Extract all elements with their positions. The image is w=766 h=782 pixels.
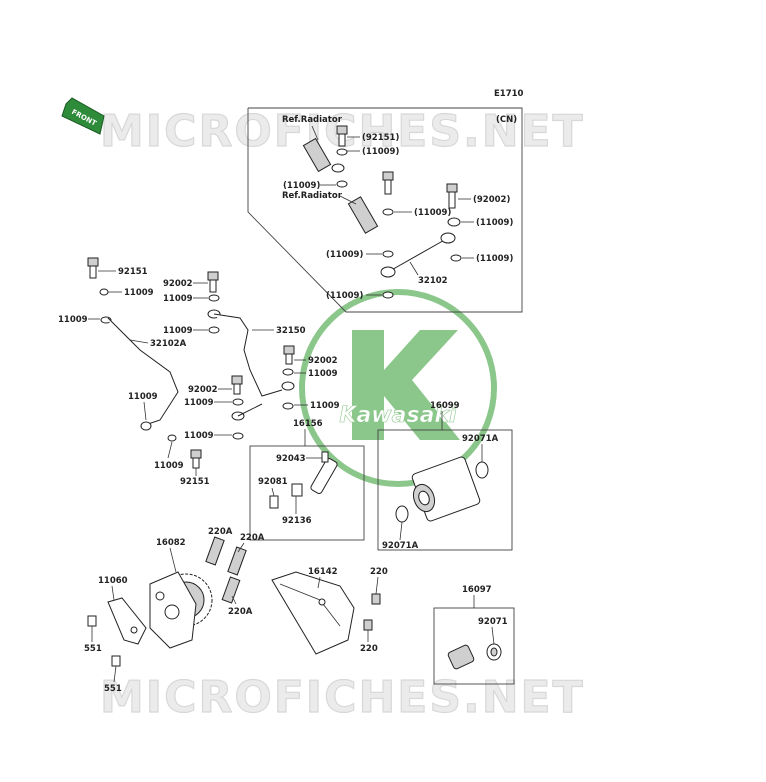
label-92071a-b: 92071A [382, 541, 419, 551]
oil-filter [395, 456, 489, 523]
label-220a-c: 220A [228, 607, 253, 617]
plate-11060 [87, 597, 147, 667]
label-11009-d: 11009 [163, 326, 193, 336]
label-32102-cn: 32102 [418, 276, 448, 286]
label-11009-cn-c: (11009) [414, 208, 451, 218]
label-11009-f: 11009 [184, 398, 214, 408]
label-92002-a: 92002 [163, 279, 193, 289]
label-92002-b: 92002 [308, 356, 338, 366]
label-11009-cn-d: (11009) [476, 218, 513, 228]
label-92136: 92136 [282, 516, 312, 526]
label-92002-cn: (92002) [473, 195, 510, 205]
label-92043: 92043 [276, 454, 306, 464]
label-92151-b: 92151 [180, 477, 210, 487]
box-16156 [249, 445, 365, 541]
logo-text: Kawasaki [339, 403, 457, 428]
label-92002-c: 92002 [188, 385, 218, 395]
front-arrow-icon: FRONT [61, 97, 105, 135]
label-11009-cn-g: (11009) [326, 291, 363, 301]
label-92071: 92071 [478, 617, 508, 627]
cover-16142 [271, 571, 381, 655]
label-16097: 16097 [462, 585, 492, 595]
label-92151-a: 92151 [118, 267, 148, 277]
label-16082: 16082 [156, 538, 186, 548]
label-11009-i: 11009 [184, 431, 214, 441]
label-11009-cn-e: (11009) [326, 250, 363, 260]
part-16097 [447, 643, 502, 670]
label-16156: 16156 [293, 419, 323, 429]
label-11009-g: 11009 [310, 401, 340, 411]
label-92081: 92081 [258, 477, 288, 487]
label-16099: 16099 [430, 401, 460, 411]
label-11009-h: 11009 [128, 392, 158, 402]
oil-pump [149, 536, 247, 649]
label-11060: 11060 [98, 576, 128, 586]
label-11009-b: 11009 [58, 315, 88, 325]
cn-inset-box [247, 107, 523, 313]
label-11009-cn-b: (11009) [283, 181, 320, 191]
label-220a-b: 220A [240, 533, 265, 543]
part-16156 [269, 451, 338, 509]
label-11009-cn-f: (11009) [476, 254, 513, 264]
label-11009-j: 11009 [154, 461, 184, 471]
label-32102a: 32102A [150, 339, 187, 349]
label-92151-cn: (92151) [362, 133, 399, 143]
label-11009-cn-a: (11009) [362, 147, 399, 157]
diagram-id: E1710 [494, 89, 524, 99]
label-32150: 32150 [276, 326, 306, 336]
label-ref-radiator-mid: Ref.Radiator [282, 191, 343, 201]
label-551-a: 551 [84, 644, 102, 654]
label-11009-e: 11009 [308, 369, 338, 379]
label-220-b: 220 [360, 644, 378, 654]
cn-inset-parts [302, 125, 462, 299]
watermark-bottom: MICROFICHES.NET [100, 672, 585, 723]
label-16142: 16142 [308, 567, 338, 577]
label-551-b: 551 [104, 684, 122, 694]
label-92071a-a: 92071A [462, 434, 499, 444]
kawasaki-logo: Kawasaki [299, 289, 497, 487]
label-ref-radiator-top: Ref.Radiator [282, 115, 343, 125]
label-220a-a: 220A [208, 527, 233, 537]
label-11009-a: 11009 [124, 288, 154, 298]
box-16099 [377, 429, 513, 551]
left-pipe-parts [87, 257, 295, 469]
label-11009-c: 11009 [163, 294, 193, 304]
label-220-a: 220 [370, 567, 388, 577]
inset-country: (CN) [496, 115, 517, 125]
